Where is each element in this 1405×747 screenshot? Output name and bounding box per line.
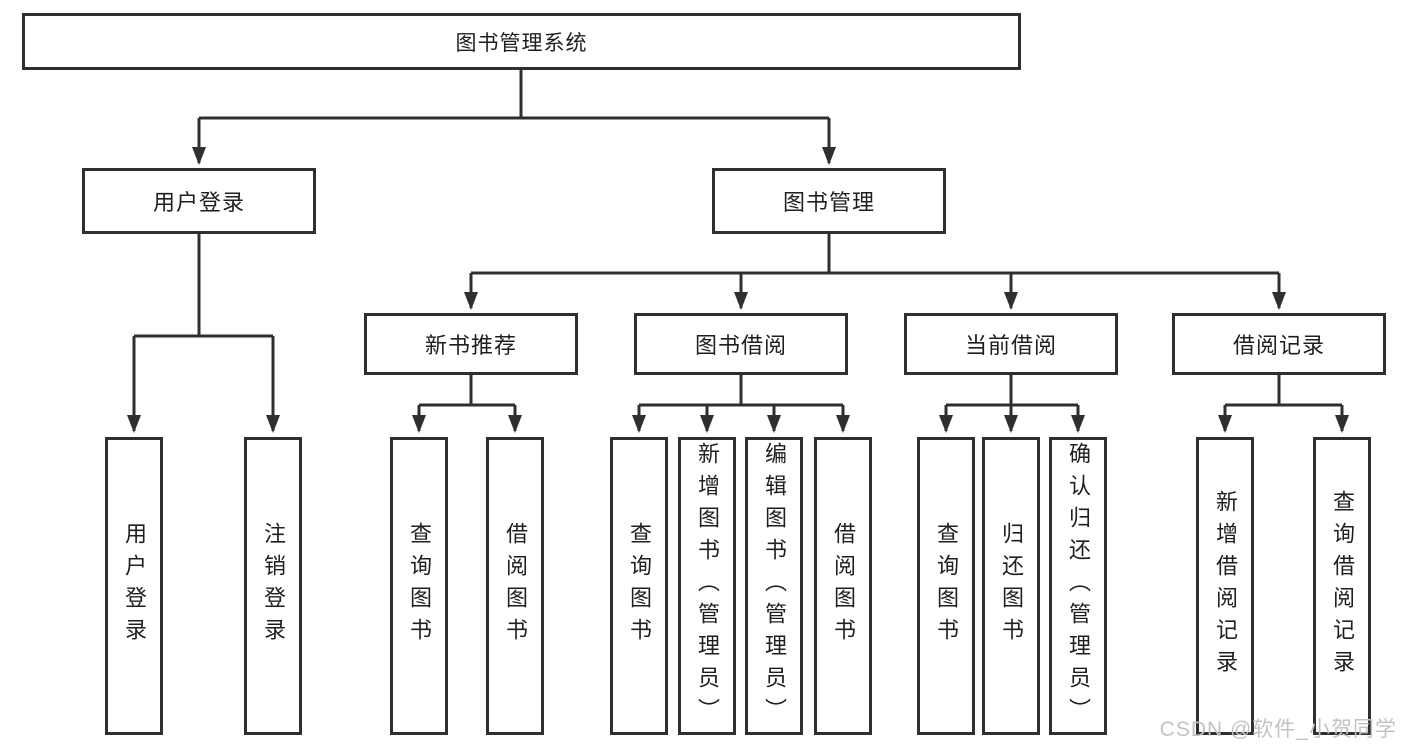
leaf-confirm-return-admin: 确认归还（管理员）	[1049, 437, 1107, 735]
leaf-borrow-book-recommend: 借阅图书	[486, 437, 544, 735]
connector-lines	[127, 70, 1349, 433]
node-label: 图书管理系统	[455, 31, 588, 55]
node-label: 确认归还（管理员）	[1066, 442, 1091, 730]
leaf-borrow-book: 借阅图书	[814, 437, 872, 735]
leaf-query-book-recommend: 查询图书	[390, 437, 448, 735]
node-label: 当前借阅	[964, 333, 1057, 358]
node-label: 图书管理	[782, 190, 875, 215]
node-current-borrow: 当前借阅	[904, 313, 1118, 375]
leaf-logout: 注销登录	[244, 437, 302, 735]
node-label: 用户登录	[122, 522, 147, 650]
node-label: 图书借阅	[694, 333, 787, 358]
node-new-book-recommend: 新书推荐	[364, 313, 578, 375]
node-label: 查询借阅记录	[1330, 490, 1355, 682]
node-label: 归还图书	[999, 522, 1024, 650]
node-label: 借阅图书	[503, 522, 528, 650]
node-user-login: 用户登录	[82, 168, 316, 234]
leaf-query-book-borrow: 查询图书	[610, 437, 668, 735]
leaf-edit-book-admin: 编辑图书（管理员）	[745, 437, 803, 735]
node-label: 查询图书	[627, 522, 652, 650]
leaf-add-borrow-record: 新增借阅记录	[1196, 437, 1254, 735]
csdn-watermark: CSDN @软件_小贺同学	[1159, 718, 1397, 741]
node-root: 图书管理系统	[22, 13, 1021, 70]
node-book-borrow: 图书借阅	[634, 313, 848, 375]
node-label: 查询图书	[407, 522, 432, 650]
node-borrow-records: 借阅记录	[1172, 313, 1386, 375]
leaf-query-book-current: 查询图书	[917, 437, 975, 735]
leaf-user-login: 用户登录	[105, 437, 163, 735]
node-label: 编辑图书（管理员）	[762, 442, 787, 730]
node-label: 注销登录	[261, 522, 286, 650]
leaf-return-book: 归还图书	[982, 437, 1040, 735]
node-label: 借阅图书	[831, 522, 856, 650]
leaf-add-book-admin: 新增图书（管理员）	[678, 437, 736, 735]
node-label: 新增图书（管理员）	[695, 442, 720, 730]
node-label: 新书推荐	[424, 333, 517, 358]
node-label: 新增借阅记录	[1213, 490, 1238, 682]
node-label: 查询图书	[934, 522, 959, 650]
node-label: 用户登录	[152, 190, 245, 215]
node-book-management: 图书管理	[712, 168, 946, 234]
node-label: 借阅记录	[1232, 333, 1325, 358]
leaf-query-borrow-record: 查询借阅记录	[1313, 437, 1371, 735]
